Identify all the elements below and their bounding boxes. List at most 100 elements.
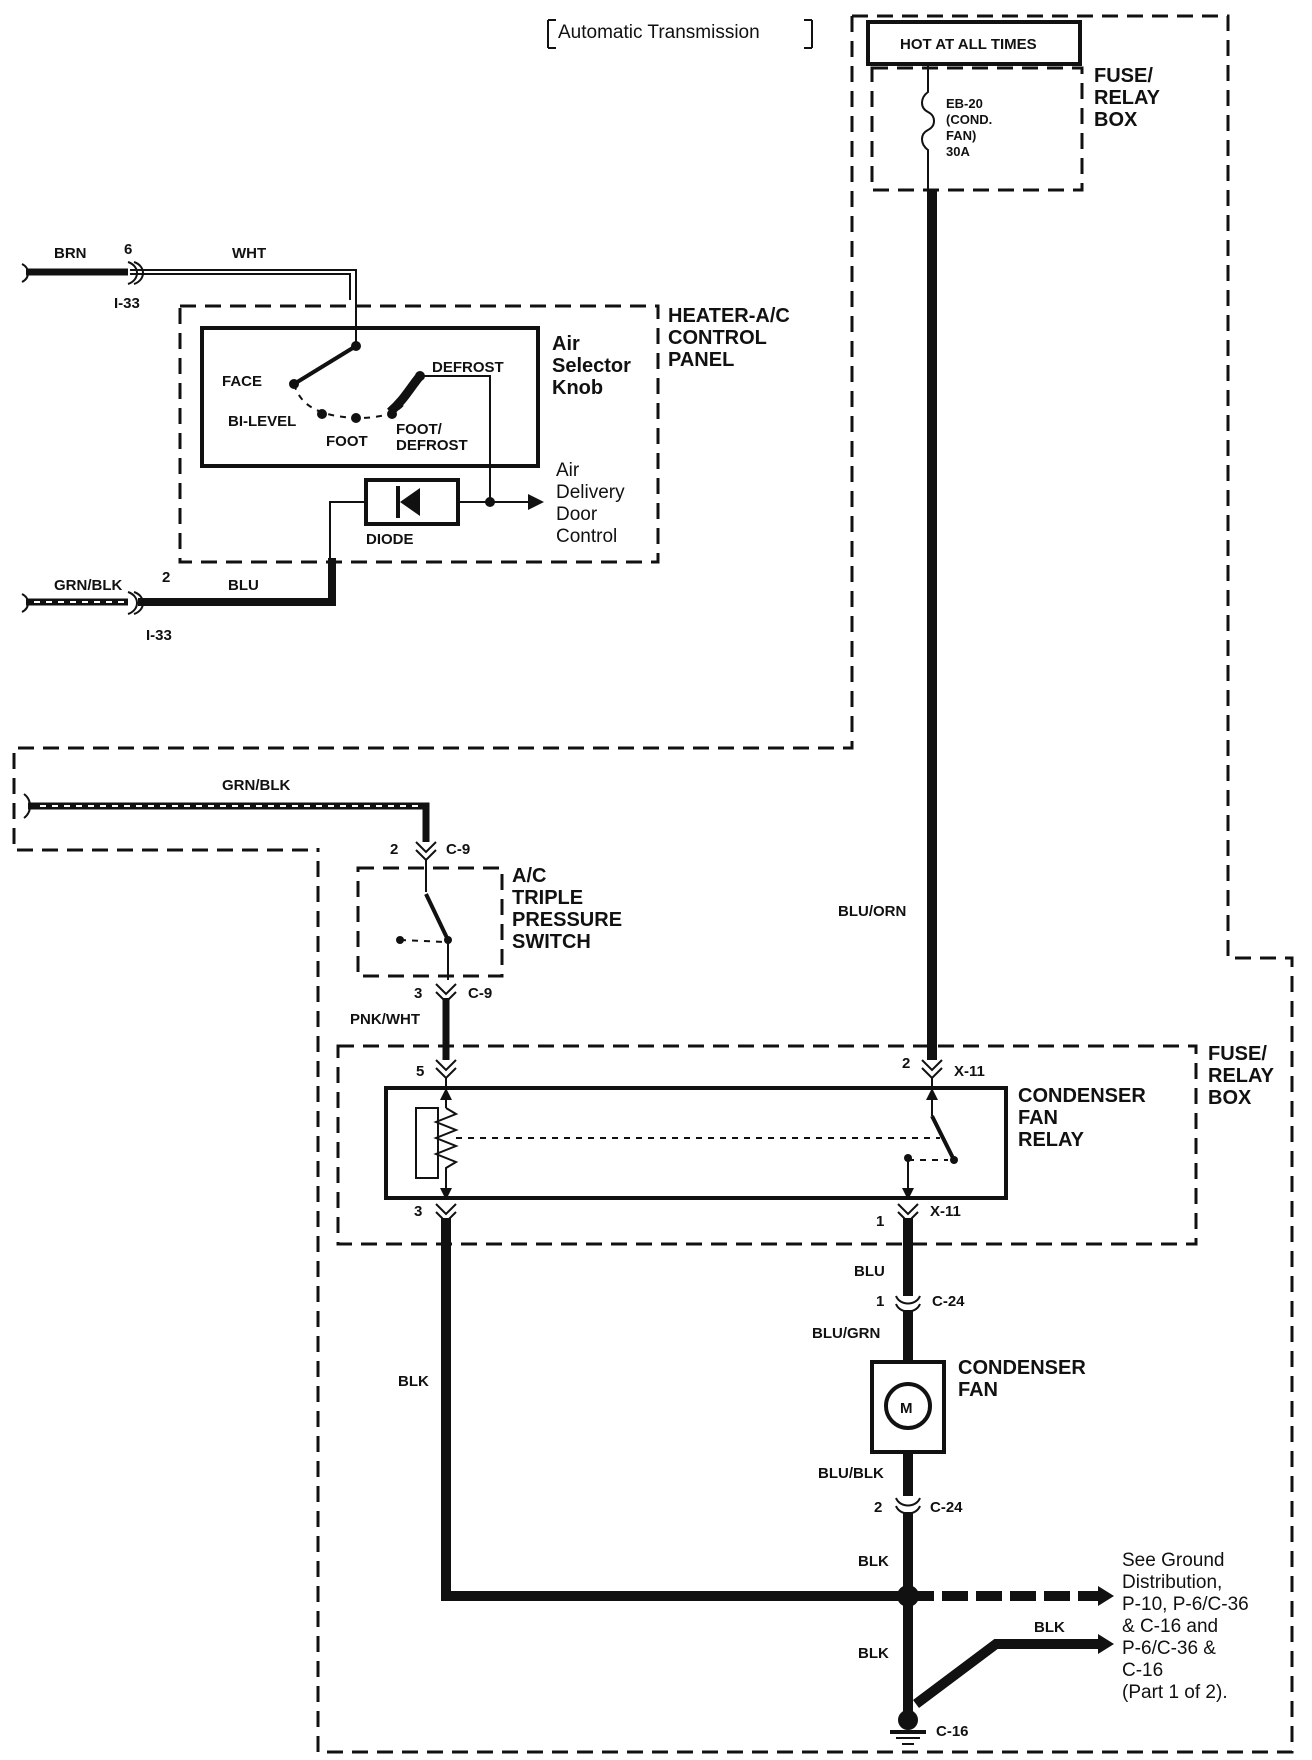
air-selector-knob-box xyxy=(200,326,540,468)
fan-name-1: CONDENSER xyxy=(958,1357,1086,1379)
transmission-note-text: Automatic Transmission xyxy=(558,22,760,43)
transmission-note: Automatic Transmission xyxy=(547,19,813,49)
relay-name-3: RELAY xyxy=(1018,1129,1085,1151)
connector-c9-bot-label: C-9 xyxy=(468,985,492,1002)
fuse-relay-box-bottom xyxy=(336,1044,1198,1246)
connector-x11-top-label: X-11 xyxy=(954,1063,985,1080)
relay-pin5-label: 5 xyxy=(416,1063,424,1080)
fuse-eb20-label: EB-20 xyxy=(946,96,983,111)
door-control-arrow-icon xyxy=(528,494,544,510)
connector-c24-bot-label: C-24 xyxy=(930,1499,963,1516)
wire-blu-blk-label: BLU/BLK xyxy=(818,1465,884,1482)
fan-name-2: FAN xyxy=(958,1379,998,1401)
connector-x11-bot-pin: 1 xyxy=(876,1213,884,1230)
wire-grn-blk-2-break-icon xyxy=(23,793,31,819)
wire-defrost-out xyxy=(420,375,491,500)
wire-blk-left-label: BLK xyxy=(398,1373,429,1390)
pressure-switch-name-1: A/C xyxy=(512,865,546,887)
wire-blu-grn-label: BLU/GRN xyxy=(812,1325,880,1342)
fuse-eb20-desc-1: (COND. xyxy=(946,112,992,127)
fuse-relay-box-bottom-name-3: BOX xyxy=(1208,1087,1252,1109)
connector-c24-top-pin: 1 xyxy=(876,1293,884,1310)
fuse-eb20-rating: 30A xyxy=(946,144,970,159)
wire-blk-right-label: BLK xyxy=(1034,1619,1065,1636)
connector-x11-top-icon xyxy=(921,1059,943,1080)
connector-x11-top-pin: 2 xyxy=(902,1055,910,1072)
connector-c24-bot-pin: 2 xyxy=(874,1499,882,1516)
condenser-fan-motor-icon xyxy=(884,1382,932,1430)
relay-pin3-label: 3 xyxy=(414,1203,422,1220)
fuse-eb20-desc-2: FAN) xyxy=(946,128,976,143)
heater-panel-name-1: HEATER-A/C xyxy=(668,305,790,327)
air-selector-knob-label-1: Air xyxy=(552,333,580,355)
connector-i33-top-pin: 6 xyxy=(124,241,132,258)
connector-i33-top-label: I-33 xyxy=(114,295,140,312)
connector-c9-top-label: C-9 xyxy=(446,841,470,858)
ground-note-5: P-6/C-36 & xyxy=(1122,1638,1216,1659)
connector-i33-bot-icon xyxy=(127,591,144,615)
pressure-switch-name-3: PRESSURE xyxy=(512,909,622,931)
wire-blk-right xyxy=(913,1639,1100,1708)
wire-wht xyxy=(130,269,357,346)
heater-panel-name-3: PANEL xyxy=(668,349,734,371)
connector-c9-bot-pin: 3 xyxy=(414,985,422,1002)
door-control-label-4: Control xyxy=(556,526,617,547)
pressure-switch-contacts xyxy=(396,860,452,980)
fuse-eb20-icon xyxy=(921,66,935,190)
air-selector-knob-label-3: Knob xyxy=(552,377,603,399)
foot-defrost-contact xyxy=(387,409,397,419)
relay-switch-icon xyxy=(902,1078,958,1200)
heater-panel-name-2: CONTROL xyxy=(668,327,767,349)
connector-c9-top-icon xyxy=(415,841,437,862)
pos-foot-defrost-label-1: FOOT/ xyxy=(396,421,443,438)
ground-note-2: Distribution, xyxy=(1122,1572,1222,1593)
pos-face-label: FACE xyxy=(222,373,262,390)
fuse-relay-box-top-name-2: RELAY xyxy=(1094,87,1161,109)
fuse-relay-box-top xyxy=(870,66,1084,192)
ground-dist-arrow-top-icon xyxy=(1098,1586,1114,1606)
region-outline-top-right xyxy=(316,14,1294,1754)
ac-triple-pressure-switch xyxy=(356,866,504,978)
condenser-fan-relay-box xyxy=(384,1086,1008,1200)
wire-brn-break-icon xyxy=(21,263,29,283)
region-outline-mid xyxy=(12,16,854,852)
wire-blk-left xyxy=(441,1218,908,1601)
pos-foot-label: FOOT xyxy=(326,433,368,450)
pos-defrost-label: DEFROST xyxy=(432,359,504,376)
wire-blu-orn-label: BLU/ORN xyxy=(838,903,906,920)
wire-grn-blk-2 xyxy=(28,802,430,842)
relay-pin5-connector-icon xyxy=(435,1059,457,1080)
bilevel-contact xyxy=(317,409,327,419)
heater-ac-control-panel xyxy=(178,304,660,564)
connector-x11-bot-label: X-11 xyxy=(930,1203,961,1220)
door-control-label-1: Air xyxy=(556,460,580,481)
fuse-relay-box-top-name-1: FUSE/ xyxy=(1094,65,1153,87)
pos-bilevel-label: BI-LEVEL xyxy=(228,413,296,430)
wire-blu-fan-label: BLU xyxy=(854,1263,885,1280)
relay-coil-icon xyxy=(415,1078,459,1200)
connector-i33-bot-label: I-33 xyxy=(146,627,172,644)
diode-label: DIODE xyxy=(366,531,414,548)
connector-c24-top-icon xyxy=(895,1295,921,1313)
wire-blk-mid-label: BLK xyxy=(858,1553,889,1570)
ground-note-6: C-16 xyxy=(1122,1660,1163,1681)
ground-note-7: (Part 1 of 2). xyxy=(1122,1682,1228,1703)
wire-wht-label: WHT xyxy=(232,245,266,262)
ground-c16-icon xyxy=(890,1710,926,1745)
connector-i33-top-icon xyxy=(127,261,144,285)
ground-c16-label: C-16 xyxy=(936,1723,969,1740)
connector-c24-bot-icon xyxy=(895,1497,921,1515)
air-selector-switch xyxy=(289,341,425,423)
fuse-relay-box-bottom-name-1: FUSE/ xyxy=(1208,1043,1267,1065)
diode-icon xyxy=(396,486,420,518)
fuse-relay-box-top-name-3: BOX xyxy=(1094,109,1138,131)
wire-pnk-wht-label: PNK/WHT xyxy=(350,1011,420,1028)
wire-blu xyxy=(138,558,336,606)
relay-name-2: FAN xyxy=(1018,1107,1058,1129)
fan-motor-symbol: M xyxy=(900,1400,913,1417)
door-control-label-3: Door xyxy=(556,504,598,525)
connector-c9-top-pin: 2 xyxy=(390,841,398,858)
hot-at-all-times-box xyxy=(866,20,1082,66)
face-contact xyxy=(289,379,299,389)
